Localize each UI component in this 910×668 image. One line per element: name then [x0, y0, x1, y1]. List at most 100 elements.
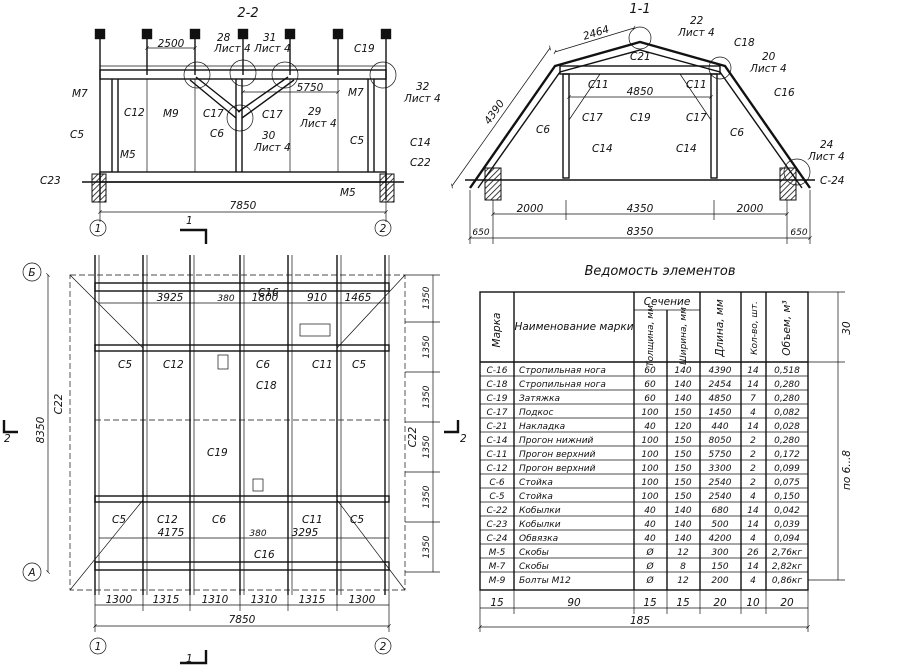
table-cell-qty: 2: [750, 464, 756, 474]
table-cell-volume: 0,075: [774, 478, 800, 488]
callout-24-num: 24: [820, 139, 833, 151]
plan-dim-top-2: 1800: [252, 292, 279, 304]
table-cell-qty: 14: [747, 506, 759, 516]
table-col-width-0: 15: [490, 597, 504, 609]
table-cell-length: 680: [711, 506, 728, 516]
plan-dim-top-0: 3925: [157, 292, 184, 304]
plan-label-c5-a: C5: [118, 359, 132, 371]
plan-dim-left-total: 8350: [35, 416, 47, 443]
table-cell-width: 150: [674, 408, 691, 418]
callout-32-num: 32: [416, 81, 430, 93]
table-cell-thickness: 40: [644, 506, 656, 516]
table-cell-thickness: 40: [644, 520, 656, 530]
callout-22-sheet: Лист 4: [677, 27, 715, 39]
callout-24-sheet: Лист 4: [807, 151, 845, 163]
table-cell-width: 12: [677, 576, 689, 586]
header-qty: Кол-во, шт.: [750, 301, 760, 355]
table-cell-qty: 2: [750, 436, 756, 446]
table-cell-length: 300: [711, 548, 728, 558]
table-col-width-3: 15: [676, 597, 690, 609]
label-c16: C16: [774, 87, 795, 99]
table-cell-mark: С-16: [487, 366, 508, 376]
plan-label-c11-b: C11: [302, 514, 323, 526]
table-cell-qty: 14: [747, 562, 759, 572]
label-c14-b-11: C14: [676, 143, 697, 155]
plan-dim-bottom-5: 1300: [349, 594, 376, 606]
table-cell-mark: М-5: [489, 548, 506, 558]
dim-2000-left: 2000: [517, 203, 544, 215]
callout-28-num: 28: [217, 32, 231, 44]
table-cell-thickness: 60: [644, 394, 656, 404]
table-cell-mark: С-21: [487, 422, 508, 432]
table-cell-width: 150: [674, 450, 691, 460]
table-cell-length: 4200: [709, 534, 732, 544]
table-cell-mark: С-14: [487, 436, 508, 446]
label-m5-a: M5: [120, 149, 136, 161]
callout-30-sheet: Лист 4: [253, 142, 291, 154]
table-cell-volume: 0,280: [774, 394, 800, 404]
label-c19-11: C19: [630, 112, 651, 124]
table-cell-thickness: 100: [641, 408, 658, 418]
table-cell-name: Обвязка: [519, 534, 558, 544]
table-cell-volume: 0,028: [774, 422, 800, 432]
label-c17-a: C17: [203, 108, 224, 120]
table-cell-thickness: 60: [644, 366, 656, 376]
table-dim-row-height: по 6...8: [841, 450, 853, 490]
plan-dim-right-4: 1350: [422, 485, 432, 508]
table-cell-thickness: Ø: [645, 575, 654, 586]
table-cell-volume: 2,76кг: [772, 548, 802, 558]
table-cell-length: 3300: [709, 464, 732, 474]
table-cell-thickness: 100: [641, 436, 658, 446]
plan-dim-bottom-2: 1310: [202, 594, 229, 606]
section-mark-2-left: 2: [4, 433, 11, 445]
table-cell-width: 8: [680, 562, 686, 572]
table-cell-length: 2540: [709, 478, 732, 488]
table-cell-qty: 4: [750, 408, 756, 418]
table-cell-length: 500: [711, 520, 728, 530]
table-cell-qty: 4: [750, 492, 756, 502]
table-cell-volume: 0,039: [774, 520, 800, 530]
table-cell-width: 150: [674, 478, 691, 488]
table-cell-thickness: 60: [644, 380, 656, 390]
header-width: Ширина, мм: [679, 307, 689, 365]
table-cell-width: 140: [674, 520, 691, 530]
elements-table: Ведомость элементов: [478, 264, 853, 632]
table-cell-volume: 0,042: [774, 506, 800, 516]
table-cell-name: Накладка: [519, 422, 565, 432]
plan-axis-2: 2: [380, 641, 387, 653]
label-c22: C22: [410, 157, 431, 169]
table-cell-qty: 26: [747, 548, 759, 558]
table-cell-width: 140: [674, 366, 691, 376]
label-c6-a-11: C6: [536, 124, 550, 136]
label-c11-a: C11: [588, 79, 609, 91]
table-cell-thickness: 100: [641, 464, 658, 474]
dim-5750: 5750: [297, 82, 324, 94]
dim-4850: 4850: [627, 86, 654, 98]
header-length: Длина, мм: [714, 299, 726, 358]
plan-label-c11-a: C11: [312, 359, 333, 371]
section-mark-1-top: 1: [186, 215, 193, 227]
plan-label-c22-a: C22: [53, 393, 65, 414]
table-cell-name: Болты М12: [519, 576, 571, 586]
table-cell-thickness: 100: [641, 450, 658, 460]
plan-dim-top-1: 380: [217, 294, 234, 304]
table-cell-mark: С-17: [487, 408, 508, 418]
table-cell-width: 140: [674, 394, 691, 404]
plan-label-c16-a: C16: [258, 287, 279, 299]
table-cell-name: Прогон верхний: [519, 450, 596, 460]
table-cell-length: 2540: [709, 492, 732, 502]
plan-axis-b: Б: [28, 267, 35, 279]
table-cell-qty: 2: [750, 478, 756, 488]
label-m7-right: M7: [348, 87, 364, 99]
table-cell-volume: 0,280: [774, 436, 800, 446]
table-cell-volume: 0,86кг: [772, 576, 802, 586]
table-cell-width: 140: [674, 534, 691, 544]
label-c14-a-11: C14: [592, 143, 613, 155]
label-c21: C21: [630, 51, 651, 63]
plan-dim-bottom-0: 1300: [106, 594, 133, 606]
label-c6: C6: [210, 128, 224, 140]
callout-29-sheet: Лист 4: [299, 118, 337, 130]
dim-8350-section: 8350: [627, 226, 654, 238]
